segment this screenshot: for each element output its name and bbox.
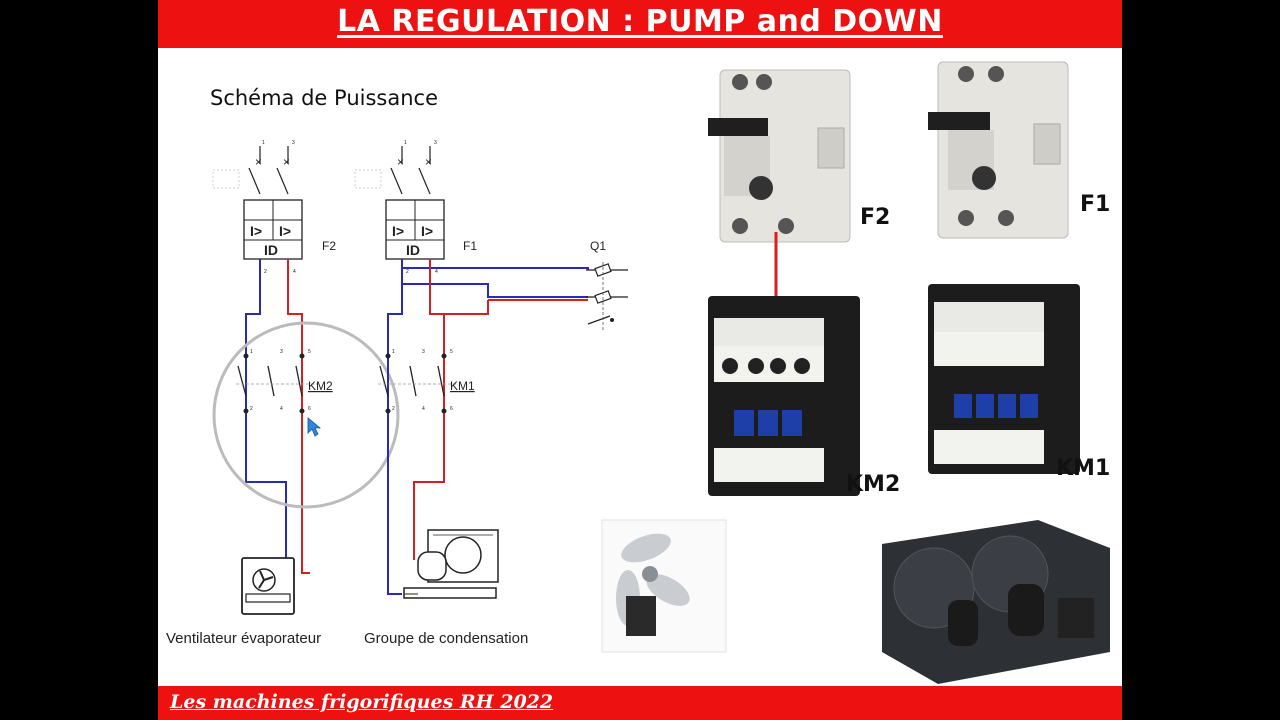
f2-symbol-left: I> [250,223,262,239]
f2-term-1: 1 [262,140,265,146]
svg-text:4: 4 [280,406,283,412]
svg-text:4: 4 [293,269,296,275]
svg-text:I>: I> [421,223,433,239]
photo-label-km2: KM2 [846,472,901,497]
photo-contactor-km1 [928,284,1080,474]
svg-text:×: × [397,155,404,169]
footer-text: Les machines frigorifiques RH 2022 [170,691,554,713]
photo-condensing-unit [882,520,1110,684]
switch-q1: Q1 [586,239,628,330]
contactor-km2: 1 3 5 2 4 6 KM2 [236,349,333,414]
q1-label: Q1 [590,239,606,253]
photo-label-f2: F2 [860,205,891,230]
svg-text:1: 1 [392,349,395,355]
breaker-f1: 1 3 × × I> I> ID 2 4 F1 [354,140,477,275]
contactor-km1: 1 3 5 2 4 6 KM1 [378,349,475,414]
svg-text:2: 2 [250,406,253,412]
f2-term-3: 3 [292,140,295,146]
f1-label: F1 [463,239,477,253]
power-diagram: 1 3 × × I> I> ID 2 4 F2 1 3 5 [212,61,1110,684]
svg-text:2: 2 [264,269,267,275]
photo-breaker-f2 [708,69,851,243]
svg-text:×: × [283,155,290,169]
slide: LA REGULATION : PUMP and DOWN Schéma de … [158,0,1122,720]
title-bar: LA REGULATION : PUMP and DOWN [158,0,1122,48]
caption-condensing-unit: Groupe de condensation [364,630,529,647]
photo-label-km1: KM1 [1056,456,1111,481]
photo-breaker-f1 [928,61,1069,239]
condensing-unit-icon [403,529,499,599]
footer-bar: Les machines frigorifiques RH 2022 [158,686,1122,720]
svg-text:3: 3 [422,349,425,355]
svg-text:2: 2 [392,406,395,412]
svg-text:1: 1 [404,140,407,146]
f2-cross: × [255,155,262,169]
photo-label-f1: F1 [1080,192,1111,217]
svg-text:4: 4 [435,269,438,275]
f2-symbol-right: I> [279,223,291,239]
photo-contactor-km2 [708,296,860,496]
svg-text:ID: ID [406,242,420,258]
svg-text:4: 4 [422,406,425,412]
svg-text:6: 6 [308,406,311,412]
svg-text:1: 1 [250,349,253,355]
svg-text:5: 5 [308,349,311,355]
svg-text:5: 5 [450,349,453,355]
evaporator-fan-icon [241,557,295,615]
highlight-circle [212,321,400,509]
f2-id: ID [264,242,278,258]
breaker-f2: 1 3 × × I> I> ID 2 4 F2 [212,140,336,275]
f2-label: F2 [322,239,336,253]
svg-text:3: 3 [280,349,283,355]
photo-fan-motor [601,519,727,653]
svg-text:I>: I> [392,223,404,239]
svg-text:6: 6 [450,406,453,412]
cursor-icon [307,417,322,437]
svg-text:3: 3 [434,140,437,146]
caption-evaporator-fan: Ventilateur évaporateur [166,630,322,647]
svg-text:×: × [425,155,432,169]
km2-label: KM2 [308,379,333,393]
schema-title: Schéma de Puissance [210,86,438,110]
slide-title: LA REGULATION : PUMP and DOWN [337,4,943,39]
km1-label: KM1 [450,379,475,393]
svg-text:2: 2 [406,269,409,275]
